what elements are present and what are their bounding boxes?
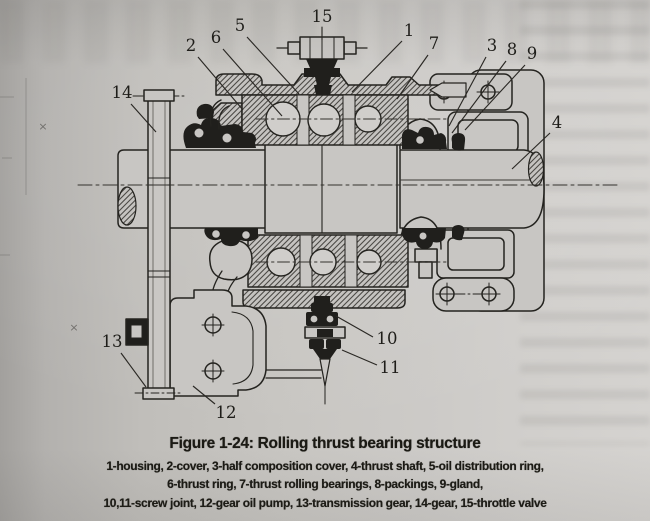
packings bbox=[183, 103, 466, 249]
svg-text:1: 1 bbox=[404, 21, 415, 40]
callout-10: 10 bbox=[335, 315, 398, 348]
callout-7: 7 bbox=[396, 34, 440, 100]
callout-4: 4 bbox=[511, 113, 563, 170]
svg-text:3: 3 bbox=[487, 36, 498, 55]
callout-15: 15 bbox=[312, 7, 333, 40]
svg-text:14: 14 bbox=[112, 83, 133, 102]
pump-pipe bbox=[265, 369, 322, 379]
callout-5: 5 bbox=[235, 16, 300, 95]
svg-text:10: 10 bbox=[377, 329, 398, 348]
svg-text:12: 12 bbox=[216, 403, 237, 422]
screw-joint bbox=[304, 296, 346, 405]
oil-pipe-elbow bbox=[209, 99, 230, 130]
svg-text:5: 5 bbox=[235, 16, 246, 35]
shaft-left-section bbox=[117, 149, 268, 229]
thrust-shaft bbox=[399, 149, 545, 229]
gear-oil-pump bbox=[169, 270, 322, 397]
scan-artifacts bbox=[0, 78, 27, 256]
figure-caption-line-1: 1-housing, 2-cover, 3-half composition c… bbox=[106, 459, 544, 473]
cover-lower-pocket bbox=[436, 229, 515, 279]
pencil-marks: ×× bbox=[38, 120, 78, 334]
svg-text:15: 15 bbox=[312, 7, 333, 26]
figure-caption-title: Figure 1-24: Rolling thrust bearing stru… bbox=[169, 435, 481, 452]
callout-13: 13 bbox=[102, 332, 147, 388]
svg-text:13: 13 bbox=[102, 332, 123, 351]
callout-6: 6 bbox=[211, 28, 283, 117]
figure-caption-line-2: 6-thrust ring, 7-thrust rolling bearings… bbox=[167, 477, 483, 492]
svg-text:×: × bbox=[69, 321, 78, 334]
bearing-ball bbox=[307, 103, 341, 137]
figure-caption: Figure 1-24: Rolling thrust bearing stru… bbox=[0, 435, 650, 512]
callout-14: 14 bbox=[112, 83, 157, 133]
centerlines bbox=[77, 118, 618, 263]
callout-11: 11 bbox=[341, 349, 401, 377]
svg-text:9: 9 bbox=[527, 44, 538, 63]
svg-text:11: 11 bbox=[380, 358, 401, 377]
svg-text:6: 6 bbox=[211, 28, 222, 47]
svg-text:7: 7 bbox=[429, 34, 440, 53]
lower-bearing-unit bbox=[208, 234, 409, 309]
svg-text:×: × bbox=[38, 120, 47, 133]
callout-8: 8 bbox=[451, 40, 518, 134]
svg-text:4: 4 bbox=[552, 113, 563, 132]
callout-3: 3 bbox=[448, 36, 498, 127]
cover-bottom-plate bbox=[432, 277, 515, 312]
svg-text:2: 2 bbox=[186, 36, 197, 55]
svg-text:8: 8 bbox=[507, 40, 518, 59]
callout-2: 2 bbox=[186, 36, 244, 111]
callout-9: 9 bbox=[464, 44, 538, 131]
gear-shaft bbox=[125, 89, 186, 400]
figure-caption-line-3: 10,11-screw joint, 12-gear oil pump, 13-… bbox=[103, 495, 547, 510]
callout-12: 12 bbox=[192, 385, 237, 422]
callout-1: 1 bbox=[351, 21, 415, 93]
thrust-ring-sleeve bbox=[264, 142, 398, 234]
